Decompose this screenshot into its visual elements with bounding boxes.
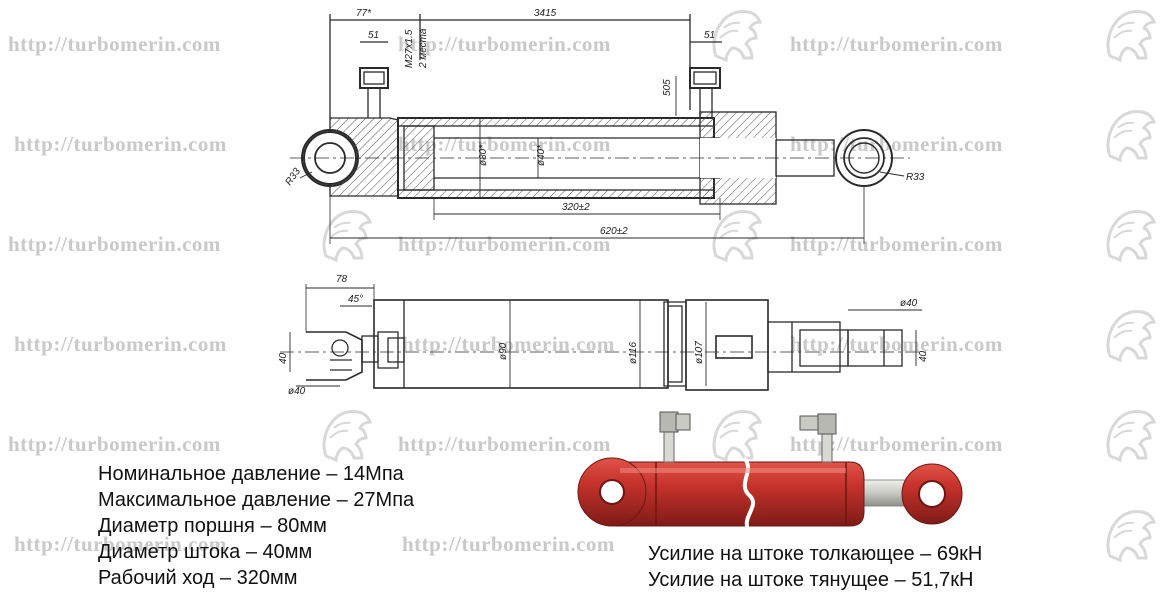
- dim-90: ø90: [498, 342, 509, 360]
- dim-3415: 3415: [534, 8, 557, 19]
- dim-stroke: 320±2: [562, 202, 590, 213]
- watermark-text: http://turbomerin.com: [398, 32, 611, 56]
- watermark-text: http://turbomerin.com: [14, 532, 227, 556]
- watermark-text: http://turbomerin.com: [790, 232, 1003, 256]
- watermark-text: http://turbomerin.com: [8, 32, 221, 56]
- spec-piston-diameter: Диаметр поршня – 80мм: [98, 515, 327, 537]
- dim-77: 77*: [356, 8, 372, 19]
- watermark-text: http://turbomerin.com: [398, 232, 611, 256]
- dim-107: ø107: [694, 341, 705, 364]
- watermark-text: http://turbomerin.com: [402, 532, 615, 556]
- dim-r33-right: R33: [906, 172, 925, 183]
- dim-51-left: 51: [368, 30, 379, 41]
- spec-stroke: Рабочий ход – 320мм: [98, 567, 298, 589]
- force-push: Усилие на штоке толкающее – 69кН: [648, 543, 983, 565]
- rod-end: [847, 329, 903, 367]
- watermark-text: http://turbomerin.com: [14, 132, 227, 156]
- spec-max-pressure: Максимальное давление – 27Мпа: [98, 489, 415, 511]
- dim-port-thread: M27x1.5: [404, 29, 415, 68]
- spec-rod-diameter: Диаметр штока – 40мм: [98, 541, 313, 563]
- body-photo: [615, 461, 865, 527]
- watermark-text: http://turbomerin.com: [398, 432, 611, 456]
- dim-45: 45°: [348, 294, 363, 305]
- dim-pin-40: ø40: [288, 386, 306, 397]
- force-pull: Усилие на штоке тянущее – 51,7кН: [648, 569, 974, 591]
- watermark-text: http://turbomerin.com: [14, 332, 227, 356]
- watermark-text: http://turbomerin.com: [8, 232, 221, 256]
- watermark-text: http://turbomerin.com: [8, 432, 221, 456]
- dim-505: 505: [662, 79, 673, 96]
- dim-40-right: 40: [918, 350, 929, 362]
- watermark-text: http://turbomerin.com: [790, 32, 1003, 56]
- dim-40-left: 40: [278, 352, 289, 364]
- spec-nominal-pressure: Номинальное давление – 14Мпа: [98, 463, 404, 485]
- watermark-text: http://turbomerin.com: [790, 132, 1003, 156]
- dim-rod: ø40*: [536, 144, 547, 166]
- dim-116: ø116: [628, 342, 639, 364]
- dim-port-count: 2 места: [418, 28, 429, 69]
- dim-51-right: 51: [704, 30, 715, 41]
- dim-length: 620±2: [600, 226, 628, 237]
- dim-78: 78: [336, 274, 348, 285]
- dim-bore: ø80*: [478, 144, 489, 166]
- dim-rod-40: ø40: [900, 298, 918, 309]
